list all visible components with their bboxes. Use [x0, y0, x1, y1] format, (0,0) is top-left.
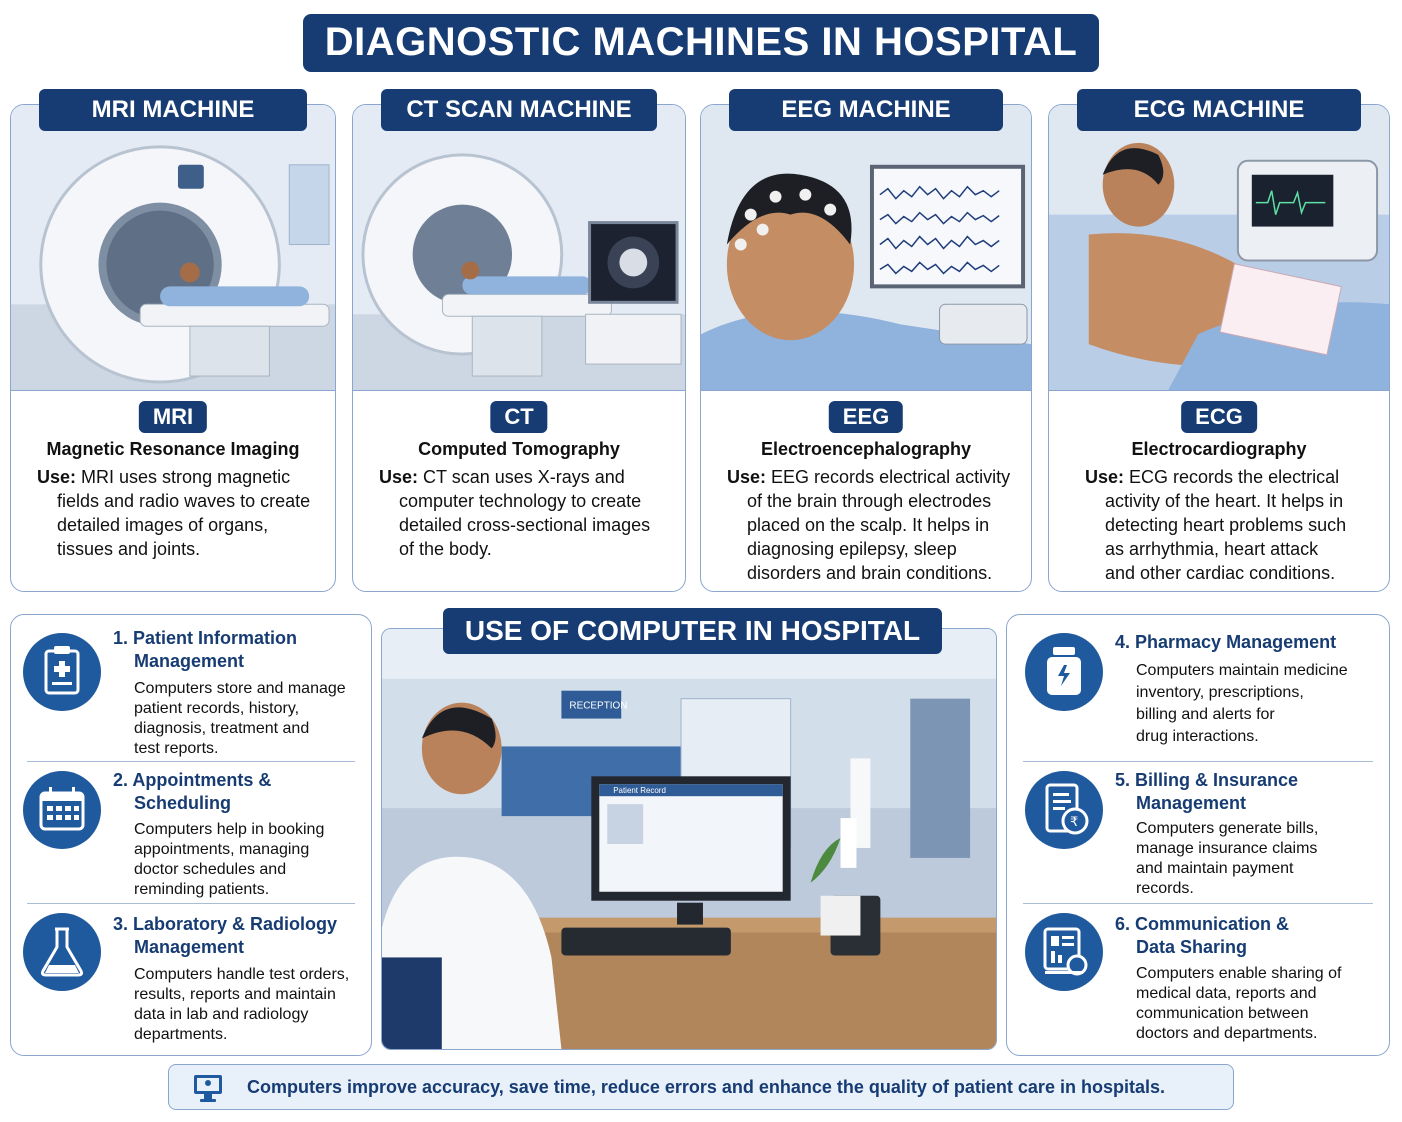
mri-card: MRI MACHINE MRI Magnetic Resonance Imagi… — [10, 89, 336, 592]
card-abbreviation: MRI — [138, 401, 208, 433]
item-text: Computers generate bills,manage insuranc… — [1136, 820, 1319, 897]
card-full-name: Magnetic Resonance Imaging — [46, 439, 300, 459]
summary-text: Computers improve accuracy, save time, r… — [247, 1077, 1165, 1097]
ct-card: CT SCAN MACHINE CT Computed Tomography U… — [352, 89, 686, 592]
flask-icon — [23, 913, 101, 991]
medicine-bottle-icon — [1025, 633, 1103, 711]
item-text: Computers handle test orders,results, re… — [134, 966, 350, 1043]
card-full-name: Electroencephalography — [760, 439, 972, 459]
card-full-name: Computed Tomography — [418, 439, 620, 459]
data-sharing-icon — [1025, 913, 1103, 991]
page-title: DIAGNOSTIC MACHINES IN HOSPITAL — [302, 14, 1100, 72]
reception-sign: RECEPTION — [569, 701, 627, 712]
computer-monitor-icon — [194, 1075, 222, 1102]
divider — [27, 761, 355, 762]
card-abbreviation: ECG — [1181, 401, 1257, 433]
divider — [27, 903, 355, 904]
divider — [1023, 761, 1373, 762]
ecg-machine-illustration — [1049, 105, 1389, 391]
center-heading: USE OF COMPUTER IN HOSPITAL — [443, 608, 942, 654]
item-title: 4. Pharmacy Management — [1115, 632, 1337, 652]
card-heading: EEG MACHINE — [729, 89, 1003, 131]
card-full-name: Electrocardiography — [1131, 439, 1307, 459]
divider — [1023, 903, 1373, 904]
eeg-machine-illustration — [701, 105, 1031, 391]
card-heading: ECG MACHINE — [1077, 89, 1361, 131]
right-uses-panel: 4. Pharmacy Management Computers maintai… — [1006, 614, 1390, 1056]
card-abbreviation: CT — [490, 401, 548, 433]
card-use-text: Use: EEG records electrical activity of … — [727, 467, 1011, 583]
svg-text:₹: ₹ — [1070, 815, 1078, 830]
eeg-card: EEG MACHINE EEG Electroencephalography U… — [700, 89, 1032, 592]
ecg-card: ECG MACHINE ECG Electrocardiography Use:… — [1048, 89, 1390, 592]
hospital-computer-illustration: RECEPTION Patient Record — [381, 628, 997, 1050]
card-use-text: Use: CT scan uses X-rays and computer te… — [379, 467, 651, 559]
card-heading: CT SCAN MACHINE — [381, 89, 657, 131]
calendar-icon — [23, 771, 101, 849]
item-title: 2. Appointments &Scheduling — [113, 770, 272, 813]
card-use-text: Use: ECG records the electrical activity… — [1085, 467, 1347, 583]
card-heading: MRI MACHINE — [39, 89, 307, 131]
screen-title: Patient Record — [613, 786, 666, 795]
ct-machine-illustration — [353, 105, 685, 391]
bill-icon: ₹ — [1025, 771, 1103, 849]
card-abbreviation: EEG — [828, 401, 904, 433]
mri-machine-illustration — [11, 105, 335, 391]
clipboard-medical-icon — [23, 633, 101, 711]
summary-banner: Computers improve accuracy, save time, r… — [168, 1064, 1234, 1110]
card-use-text: Use: MRI uses strong magnetic fields and… — [37, 467, 311, 559]
item-title: 6. Communication &Data Sharing — [1115, 914, 1290, 957]
